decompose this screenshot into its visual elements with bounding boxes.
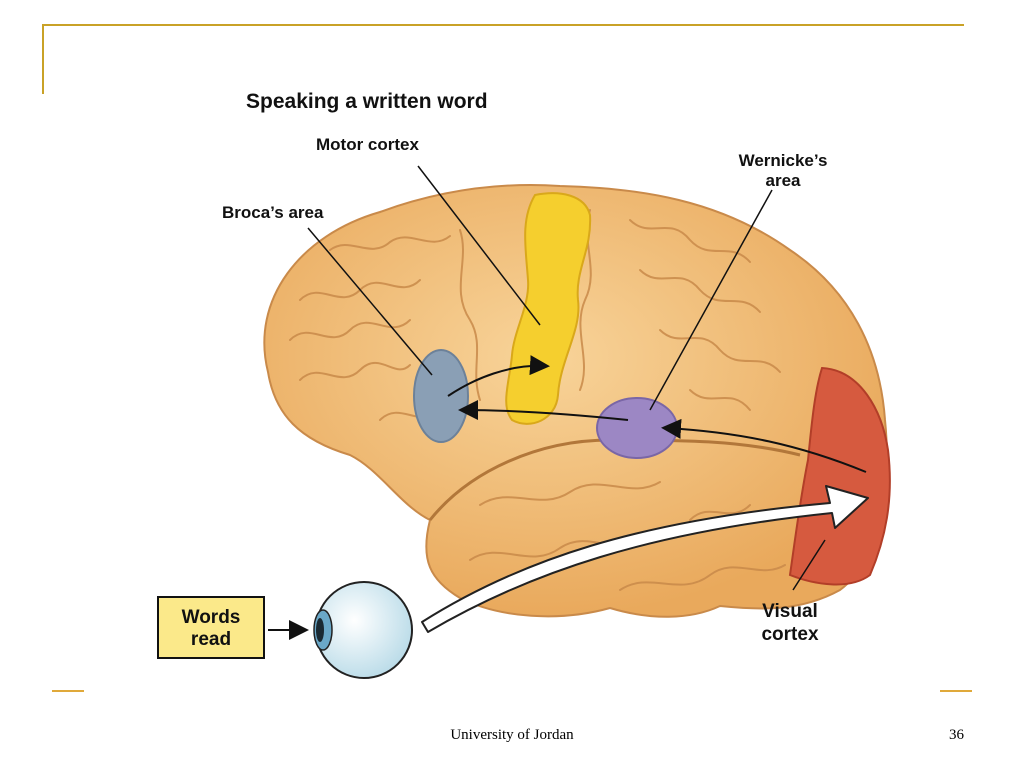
- slide-top-rule: [42, 24, 964, 26]
- wernickes-area-leader: [649, 189, 773, 411]
- footer-right-rule: [940, 690, 972, 692]
- visual-to-wernicke-arrow: [661, 418, 867, 473]
- footer-institution: University of Jordan: [450, 727, 574, 743]
- visual-pathway-arrow: [421, 485, 869, 633]
- eye-icon: [313, 581, 413, 679]
- visual-cortex-label-line2: cortex: [761, 624, 818, 645]
- brocas-area-leader: [307, 227, 433, 376]
- broca-to-motor-arrow: [447, 355, 550, 397]
- brain-diagram: Speaking a written word: [157, 90, 891, 679]
- footer-left-rule: [52, 690, 84, 692]
- slide-number: 36: [949, 727, 964, 743]
- diagram-title: Speaking a written word: [246, 90, 488, 113]
- visual-cortex-label-line1: Visual: [762, 601, 818, 622]
- brocas-area-region: [413, 349, 469, 443]
- wernickes-label-line2: area: [766, 171, 802, 190]
- wernicke-to-broca-arrow: [458, 400, 629, 421]
- brocas-area-label: Broca’s area: [222, 203, 324, 222]
- slide-left-rule: [42, 24, 44, 94]
- wernickes-label-line1: Wernicke’s: [739, 151, 828, 170]
- visual-cortex-region: [788, 366, 891, 586]
- visual-cortex-leader: [792, 539, 826, 591]
- words-read-line1: Words: [182, 607, 241, 628]
- motor-cortex-label: Motor cortex: [316, 135, 420, 154]
- words-read-line2: read: [191, 629, 231, 650]
- words-read-box: [157, 596, 265, 659]
- motor-cortex-leader: [417, 165, 541, 326]
